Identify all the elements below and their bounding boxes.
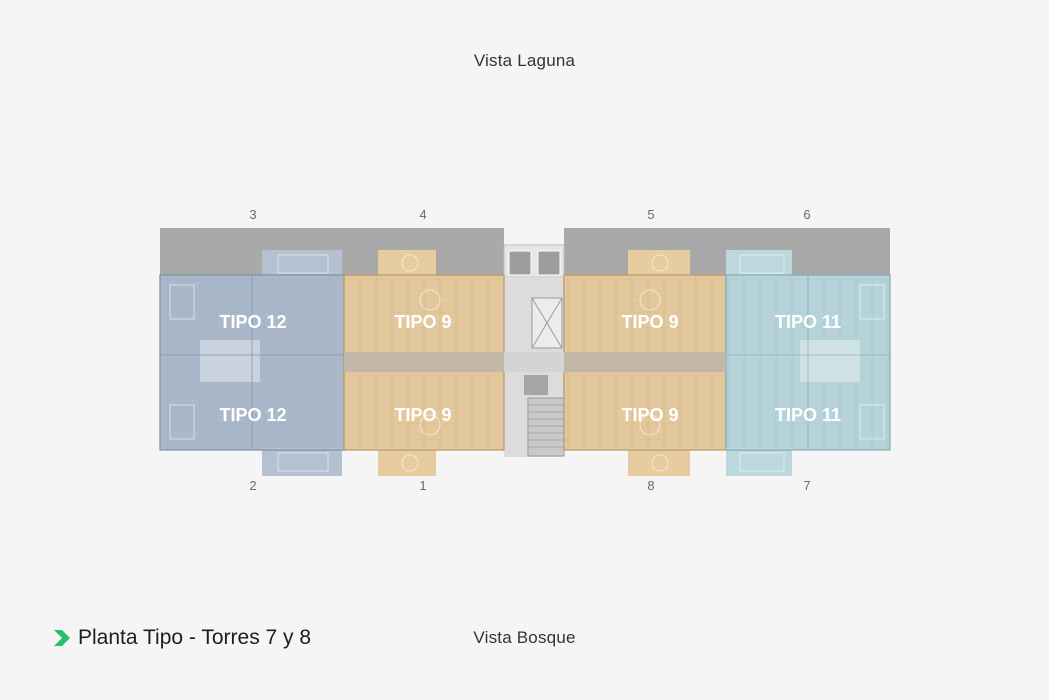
tipo9-a-balcony-top: [378, 250, 436, 278]
tipo11-balcony-top: [726, 250, 792, 278]
furniture: [169, 254, 885, 472]
view-bottom-label: Vista Bosque: [473, 628, 576, 647]
unit-number-1: 1: [419, 478, 427, 493]
unit-number-8: 8: [647, 478, 655, 493]
unit-number-2: 2: [249, 478, 257, 493]
label-tipo12-top: TIPO 12: [219, 312, 286, 332]
label-tipo9-a-top: TIPO 9: [394, 312, 451, 332]
label-tipo9-a-bottom: TIPO 9: [394, 405, 451, 425]
unit-number-4: 4: [419, 207, 427, 222]
view-top-label: Vista Laguna: [473, 51, 576, 70]
unit-number-5: 5: [647, 207, 655, 222]
tipo12-balcony-top: [262, 250, 342, 278]
label-tipo11-bottom: TIPO 11: [775, 405, 841, 425]
tipo9-a-balcony-bottom: [378, 448, 436, 476]
label-tipo11-top: TIPO 11: [775, 312, 841, 332]
core-lift: [524, 375, 548, 395]
unit-number-3: 3: [249, 207, 257, 222]
stair: [527, 397, 565, 457]
tipo12-balcony-bottom: [262, 448, 342, 476]
elevator-1: [508, 250, 532, 276]
shaft-cross: [531, 297, 563, 349]
label-tipo9-b-bottom: TIPO 9: [621, 405, 678, 425]
footer-title-text: Planta Tipo - Torres 7 y 8: [78, 626, 312, 649]
stair-steps: [528, 404, 564, 448]
unit-number-7: 7: [803, 478, 811, 493]
unit-number-6: 6: [803, 207, 811, 222]
chevron-right-icon: [54, 630, 70, 646]
elevator-2: [537, 250, 561, 276]
tipo9-b-balcony-bottom: [628, 448, 690, 476]
tipo11-balcony-bottom: [726, 448, 792, 476]
tipo11-core: [800, 340, 860, 382]
label-tipo9-b-top: TIPO 9: [621, 312, 678, 332]
label-tipo12-bottom: TIPO 12: [219, 405, 286, 425]
footer-title: Planta Tipo - Torres 7 y 8: [54, 626, 311, 650]
tipo12-core: [200, 340, 260, 382]
tipo9-b-balcony-top: [628, 250, 690, 278]
